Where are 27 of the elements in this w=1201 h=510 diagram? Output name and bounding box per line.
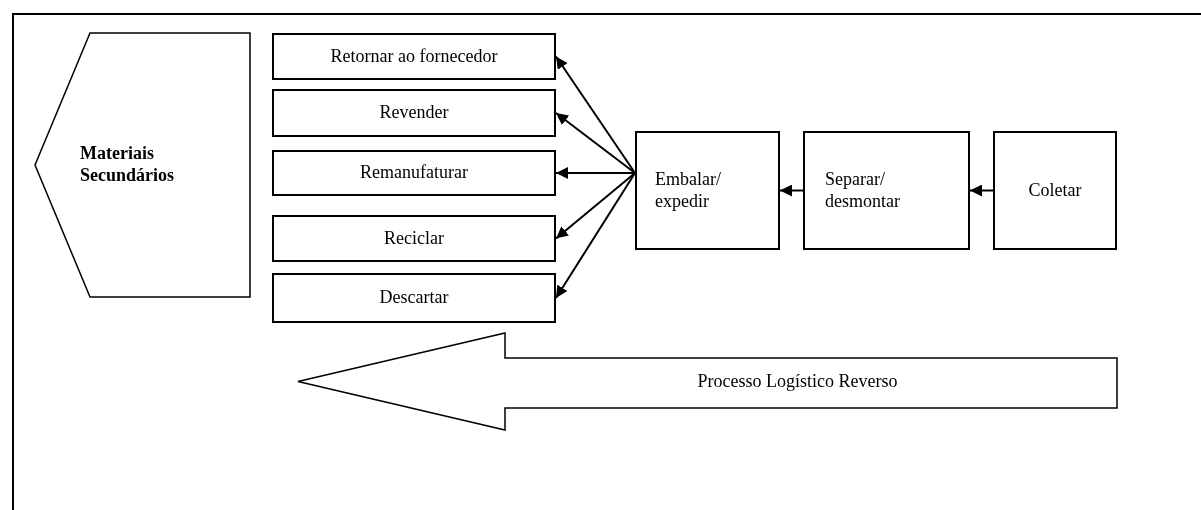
process-box bbox=[272, 150, 556, 196]
node-label: Separar/ desmontar bbox=[825, 168, 901, 213]
arrow bbox=[555, 172, 636, 299]
node-label: Embalar/ expedir bbox=[655, 168, 722, 213]
process-box bbox=[272, 273, 556, 323]
process-box bbox=[803, 131, 970, 250]
pentagon-shape bbox=[35, 33, 250, 297]
arrow bbox=[779, 184, 804, 197]
node-label: Descartar bbox=[379, 287, 449, 309]
process-box bbox=[635, 131, 780, 250]
node-label: Remanufaturar bbox=[360, 162, 468, 184]
process-box bbox=[272, 89, 556, 137]
node-label: Materiais Secundários bbox=[80, 143, 176, 187]
process-box bbox=[993, 131, 1117, 250]
arrow bbox=[555, 55, 636, 174]
arrow bbox=[555, 167, 636, 179]
node-label: Retornar ao fornecedor bbox=[330, 45, 498, 68]
process-box bbox=[272, 33, 556, 80]
process-box bbox=[272, 215, 556, 262]
node-label: Reciclar bbox=[384, 227, 444, 250]
node-label: Processo Logístico Reverso bbox=[697, 370, 898, 393]
arrow bbox=[555, 172, 636, 240]
block-arrow bbox=[298, 333, 1117, 430]
arrow bbox=[555, 112, 636, 174]
arrow bbox=[969, 184, 994, 197]
node-label: Coletar bbox=[1028, 179, 1082, 202]
node-label: Revender bbox=[379, 102, 449, 124]
